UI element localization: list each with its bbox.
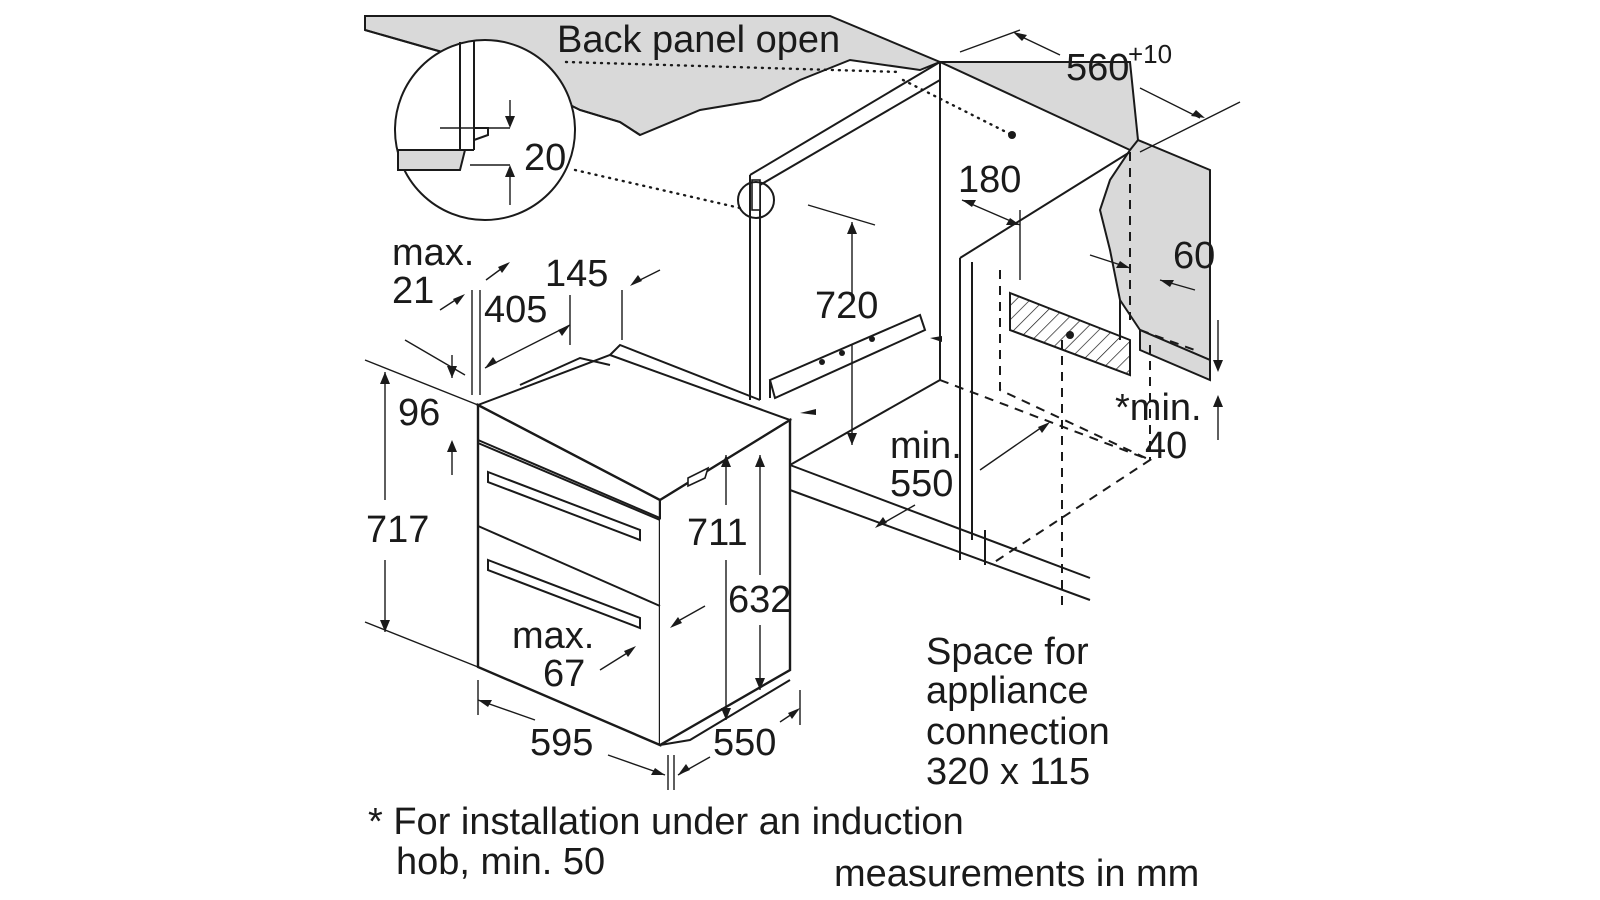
dim-632-label: 632 [728, 579, 791, 621]
max67-line1: max. [512, 615, 594, 657]
dim-711-label: 711 [687, 512, 748, 554]
dim-405-label: 405 [484, 289, 547, 331]
oven-appliance [475, 343, 793, 747]
dimension-lines [364, 29, 1241, 790]
width-560-tolerance: +10 [1128, 39, 1172, 69]
width-560-label: 560 [1066, 47, 1129, 89]
min550-line1: min. [890, 425, 962, 467]
min40-line2: 40 [1145, 425, 1187, 467]
detail-20-label: 20 [524, 137, 566, 179]
dim-717-label: 717 [366, 509, 429, 551]
max21-line2: 21 [392, 270, 434, 312]
dim-550-label: 550 [713, 722, 776, 764]
footnote-line2: hob, min. 50 [396, 841, 605, 883]
dim-180-label: 180 [958, 159, 1021, 201]
dim-145-label: 145 [545, 253, 608, 295]
cabinet-niche [749, 61, 1201, 610]
space-line2: appliance [926, 670, 1089, 712]
dim-96-label: 96 [398, 392, 440, 434]
space-line1: Space for [926, 631, 1089, 673]
dimension-labels: Back panel open 560 +10 20 180 60 max. 2… [366, 19, 1215, 895]
space-line4: 320 x 115 [926, 751, 1090, 793]
max21-line1: max. [392, 232, 474, 274]
max67-line2: 67 [543, 653, 585, 695]
dim-595-label: 595 [530, 722, 593, 764]
detail-circle [394, 39, 742, 221]
min40-line1: *min. [1115, 387, 1202, 429]
dim-720-label: 720 [815, 285, 878, 327]
back-panel-label: Back panel open [557, 19, 840, 61]
dim-60-label: 60 [1173, 235, 1215, 277]
worktop [364, 15, 1211, 382]
space-line3: connection [926, 711, 1110, 753]
units-label: measurements in mm [834, 853, 1199, 895]
mounting-rail [737, 179, 942, 415]
min550-line2: 550 [890, 463, 953, 505]
footnote-line1: * For installation under an induction [368, 801, 964, 843]
